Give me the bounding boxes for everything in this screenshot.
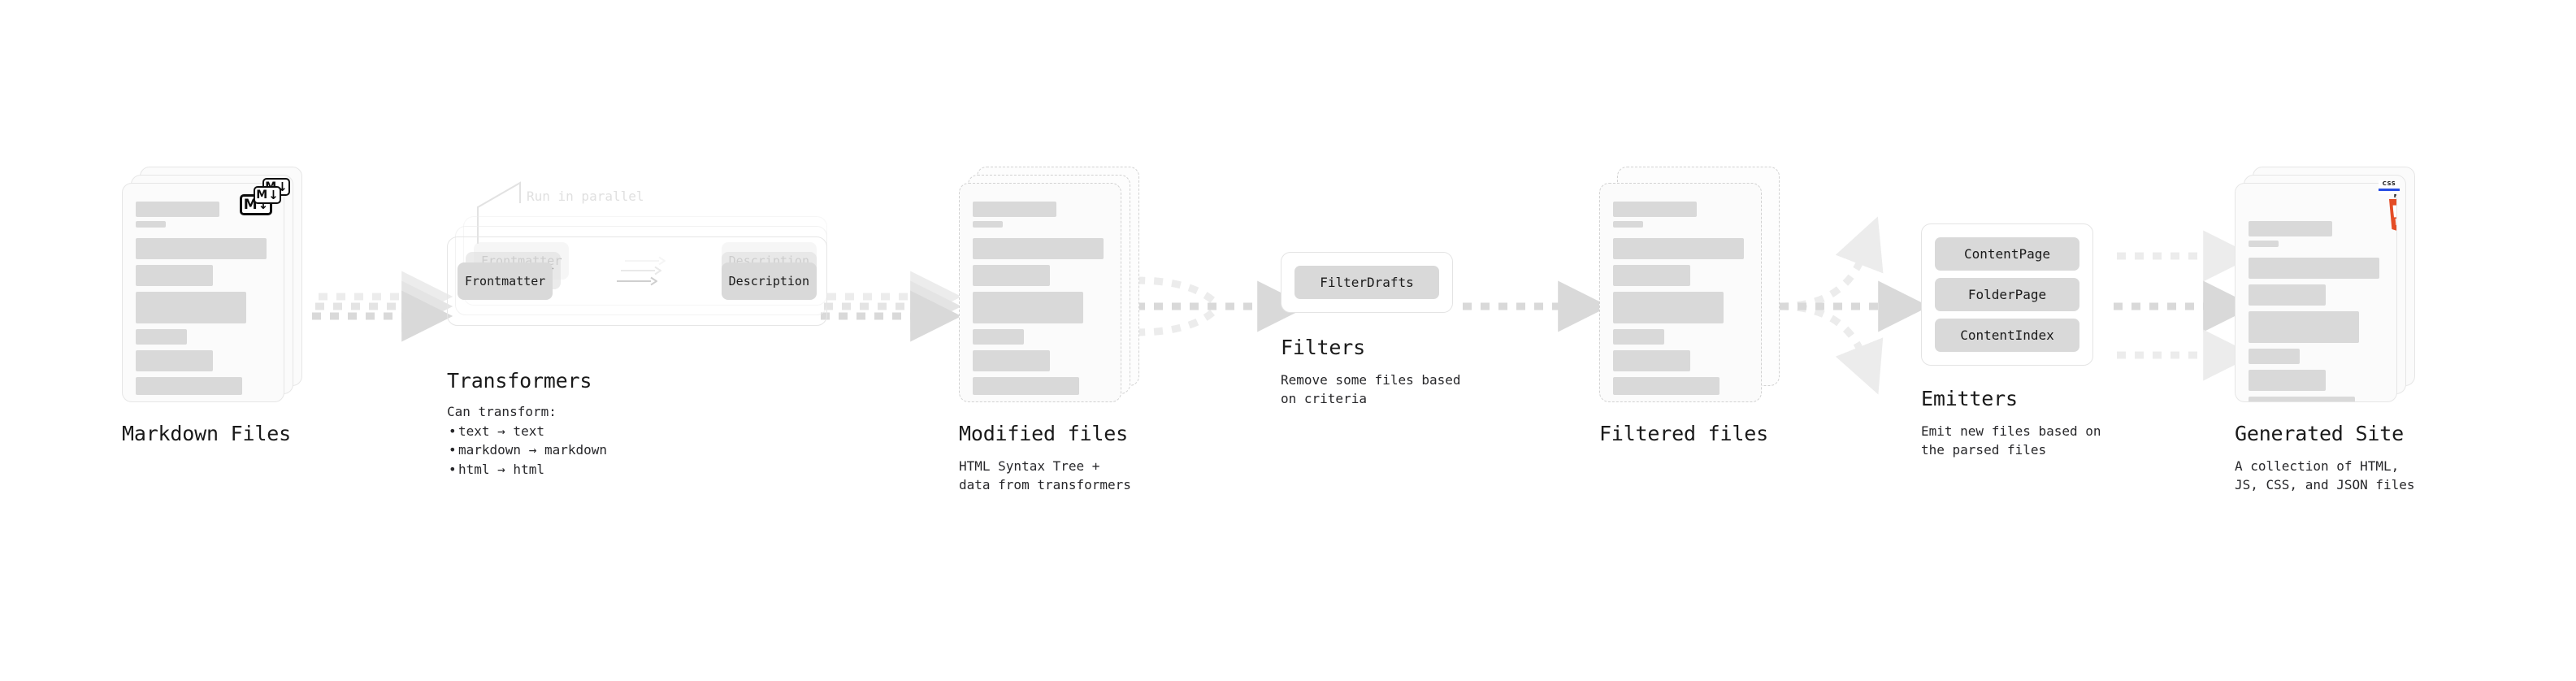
markdown-icon: M↓ xyxy=(254,186,281,204)
modified-card-front xyxy=(959,183,1121,402)
skeleton-bar xyxy=(1613,377,1720,395)
skeleton-bar xyxy=(973,292,1084,323)
skeleton-bar xyxy=(2249,397,2356,401)
stage-modified-files: Modified files HTML Syntax Tree + data f… xyxy=(959,167,1139,494)
card-skeleton-content xyxy=(2236,184,2396,401)
transformer-pill-frontmatter[interactable]: Frontmatter xyxy=(458,262,553,300)
emitter-pill-contentindex[interactable]: ContentIndex xyxy=(1935,319,2079,352)
skeleton-bar xyxy=(1613,329,1665,345)
stage-title-emitters: Emitters xyxy=(1921,387,2018,410)
skeleton-bar xyxy=(136,265,213,286)
skeleton-bar xyxy=(2249,370,2326,391)
skeleton-bar xyxy=(1613,202,1697,217)
markdown-card-stack: M↓ M↓ M↓ xyxy=(122,167,302,402)
stage-title-filtered-files: Filtered files xyxy=(1599,422,1768,445)
stage-title-modified-files: Modified files xyxy=(959,422,1128,445)
card-skeleton-content xyxy=(960,184,1121,395)
filtered-card-stack xyxy=(1599,167,1780,402)
stage-title-filters: Filters xyxy=(1281,336,1365,359)
generated-card-stack: CSS HTML xyxy=(2235,167,2415,402)
filter-pill-filterdrafts[interactable]: FilterDrafts xyxy=(1295,266,1439,299)
stage-title-markdown-files: Markdown Files xyxy=(122,422,291,445)
card-skeleton-content xyxy=(123,184,284,395)
skeleton-bar xyxy=(136,350,213,371)
skeleton-bar xyxy=(1613,292,1724,323)
skeleton-bar xyxy=(2249,349,2301,364)
arrow-markdown-to-transformers xyxy=(312,271,453,342)
stage-generated-site: CSS HTML xyxy=(2235,167,2415,494)
skeleton-bar xyxy=(2249,258,2380,279)
skeleton-bar xyxy=(1613,238,1745,259)
skeleton-bar xyxy=(973,238,1104,259)
transform-arrow-icon xyxy=(625,256,666,266)
emitter-pill-folderpage[interactable]: FolderPage xyxy=(1935,278,2079,311)
skeleton-bar xyxy=(1613,265,1690,286)
markdown-card-front: M↓ xyxy=(122,183,284,402)
skeleton-bar xyxy=(2249,284,2326,306)
skeleton-bar xyxy=(1613,221,1643,228)
transform-arrow-icon xyxy=(621,266,661,275)
generated-card-front: HTML xyxy=(2235,183,2397,402)
skeleton-bar xyxy=(973,265,1050,286)
skeleton-bar xyxy=(2249,241,2279,247)
stage-transformers: Run in parallel Frontmatter Description … xyxy=(447,189,829,479)
transformers-panel-stack: Frontmatter Description Frontmatter Desc… xyxy=(447,216,829,330)
modified-files-description: HTML Syntax Tree + data from transformer… xyxy=(959,458,1131,493)
css3-icon: CSS xyxy=(2379,180,2400,194)
stage-filters: FilterDrafts Filters Remove some files b… xyxy=(1281,252,1461,408)
transformers-capability-list: text → text markdown → markdown html → h… xyxy=(447,422,829,479)
skeleton-bar xyxy=(2249,311,2360,343)
card-skeleton-content xyxy=(1600,184,1761,395)
skeleton-bar xyxy=(2249,221,2332,236)
filters-plugin-box: FilterDrafts xyxy=(1281,252,1453,313)
skeleton-bar xyxy=(136,377,243,395)
transformers-description: Can transform: text → text markdown → ma… xyxy=(447,402,829,479)
capability-item: text → text xyxy=(447,422,829,440)
skeleton-bar xyxy=(973,202,1056,217)
capability-item: markdown → markdown xyxy=(447,440,829,459)
skeleton-bar xyxy=(136,221,166,228)
skeleton-bar xyxy=(973,329,1025,345)
skeleton-bar xyxy=(136,329,188,345)
arrow-transformers-to-modified xyxy=(821,271,962,342)
modified-card-stack xyxy=(959,167,1139,402)
skeleton-bar xyxy=(973,221,1003,228)
transformer-panel-1: Frontmatter Description xyxy=(447,236,827,326)
stage-emitters: ContentPage FolderPage ContentIndex Emit… xyxy=(1921,223,2101,459)
generated-site-description: A collection of HTML, JS, CSS, and JSON … xyxy=(2235,458,2415,493)
arrow-emitters-to-site xyxy=(2114,230,2255,381)
run-in-parallel-label: Run in parallel xyxy=(527,189,644,204)
emitter-pill-contentpage[interactable]: ContentPage xyxy=(1935,237,2079,271)
capability-item: html → html xyxy=(447,460,829,479)
skeleton-bar xyxy=(973,377,1080,395)
transformer-pill-description[interactable]: Description xyxy=(721,262,817,300)
skeleton-bar xyxy=(136,202,219,217)
stage-filtered-files: Filtered files xyxy=(1599,167,1780,445)
stage-markdown-files: M↓ M↓ M↓ xyxy=(122,167,302,445)
arrow-filtered-to-emitters xyxy=(1779,216,1930,395)
skeleton-bar xyxy=(136,292,247,323)
stage-title-transformers: Transformers xyxy=(447,369,592,393)
emitters-plugin-box: ContentPage FolderPage ContentIndex xyxy=(1921,223,2093,366)
arrow-modified-to-filters xyxy=(1135,276,1309,336)
filters-description: Remove some files based on criteria xyxy=(1281,372,1461,407)
skeleton-bar xyxy=(973,350,1050,371)
emitters-description: Emit new files based on the parsed files xyxy=(1921,423,2101,458)
filtered-card-front xyxy=(1599,183,1762,402)
skeleton-bar xyxy=(136,238,267,259)
transformers-desc-lead: Can transform: xyxy=(447,404,557,419)
stage-title-generated-site: Generated Site xyxy=(2235,422,2404,445)
skeleton-bar xyxy=(1613,350,1690,371)
transform-arrow-icon xyxy=(617,276,657,286)
